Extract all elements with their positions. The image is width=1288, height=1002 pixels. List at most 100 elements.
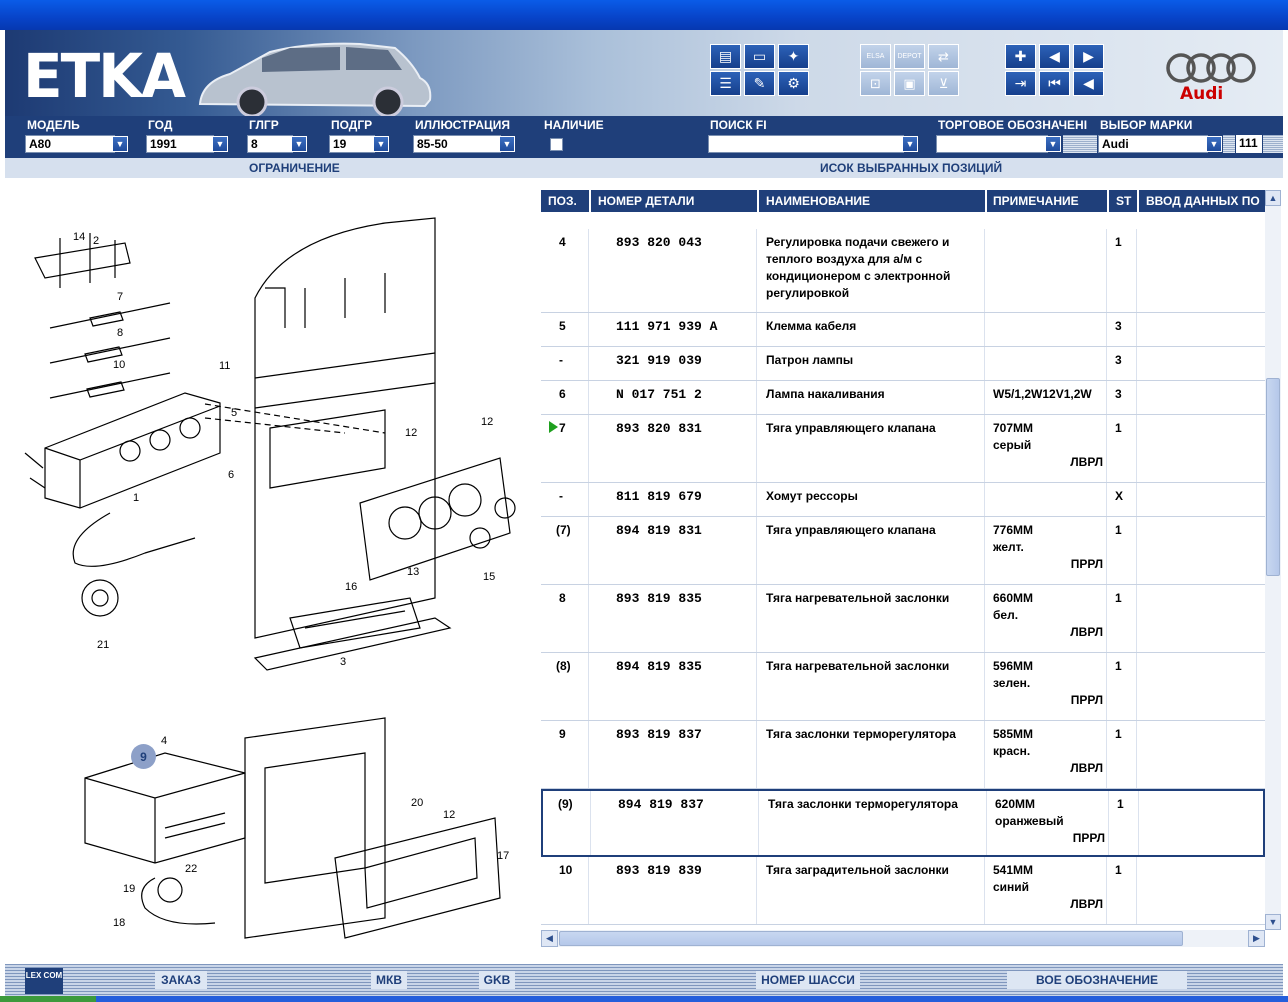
cell-border <box>541 721 1137 788</box>
cell-border <box>541 313 985 346</box>
chassis-number-button[interactable]: НОМЕР ШАССИ <box>756 971 860 989</box>
cart-arrow-icon[interactable]: ⇄ <box>928 44 959 69</box>
stripes-divider <box>1063 135 1097 153</box>
cell-pos: 4 <box>559 235 566 249</box>
hotspot-9[interactable]: 9 <box>131 744 156 769</box>
year-select[interactable]: 1991 <box>146 135 214 153</box>
model-dropdown-icon[interactable]: ▼ <box>112 136 128 152</box>
cart-icon[interactable]: ⊻ <box>928 71 959 96</box>
elsa-icon[interactable]: ELSA <box>860 44 891 69</box>
vertical-scrollbar[interactable]: ▲ ▼ <box>1265 190 1281 930</box>
pin-icon[interactable]: ✚ <box>1005 44 1036 69</box>
cell-part-number: 893 820 043 <box>616 235 702 250</box>
maingroup-select[interactable]: 8 <box>247 135 293 153</box>
trade-designation-dropdown-icon[interactable]: ▼ <box>1045 136 1061 152</box>
brand-dropdown-icon[interactable]: ▼ <box>1206 136 1222 152</box>
label-22: 22 <box>185 863 197 875</box>
scroll-right-icon[interactable]: ▶ <box>1248 930 1265 947</box>
cell-border <box>541 857 985 924</box>
subgroup-dropdown-icon[interactable]: ▼ <box>373 136 389 152</box>
year-dropdown-icon[interactable]: ▼ <box>212 136 228 152</box>
printer-icon[interactable]: ▤ <box>710 44 741 69</box>
col-st[interactable]: ST <box>1116 194 1132 208</box>
parts-illustration[interactable]: 14 2 7 8 10 11 5 6 1 12 12 13 15 16 3 21… <box>5 178 537 960</box>
cell-note: 541ММ синий <box>993 863 1034 894</box>
network-icon[interactable]: ⊡ <box>860 71 891 96</box>
brand-select[interactable]: Audi <box>1098 135 1208 153</box>
cell-border <box>541 381 589 414</box>
label-10: 10 <box>113 359 125 371</box>
designation-button[interactable]: ВОЕ ОБОЗНАЧЕНИЕ <box>1007 971 1187 989</box>
cell-st: 1 <box>1115 727 1122 741</box>
mkb-button[interactable]: МКВ <box>371 971 407 989</box>
handshake-icon[interactable]: ✦ <box>778 44 809 69</box>
gkb-button[interactable]: GKB <box>479 971 515 989</box>
prev-doc-icon[interactable]: ◀ <box>1039 44 1070 69</box>
col-pos[interactable]: ПОЗ. <box>548 194 577 208</box>
cell-note: W5/1,2W12V1,2W <box>993 387 1092 401</box>
label-6: 6 <box>228 469 234 481</box>
order-button[interactable]: ЗАКАЗ <box>155 971 207 989</box>
col-data-entry[interactable]: ВВОД ДАННЫХ ПО <box>1146 194 1260 208</box>
list-icon[interactable]: ☰ <box>710 71 741 96</box>
first-icon[interactable]: ⏮ <box>1039 71 1070 96</box>
restriction-label[interactable]: ОГРАНИЧЕНИЕ <box>249 161 340 175</box>
cell-border <box>541 483 1137 516</box>
exit-icon[interactable]: ⇥ <box>1005 71 1036 96</box>
hscroll-thumb[interactable] <box>559 931 1183 946</box>
label-3: 3 <box>340 656 346 668</box>
start-button[interactable] <box>0 996 96 1002</box>
lexcom-logo: LEX COM <box>25 968 63 994</box>
depot-icon[interactable]: DEPOT <box>894 44 925 69</box>
stripes-divider-2 <box>1223 135 1235 153</box>
col-part-number[interactable]: НОМЕР ДЕТАЛИ <box>598 194 695 208</box>
brand-code-field[interactable]: 111 <box>1236 135 1262 153</box>
label-8: 8 <box>117 327 123 339</box>
pencil-icon[interactable]: ✎ <box>744 71 775 96</box>
label-4: 4 <box>161 735 167 747</box>
window-icon[interactable]: ▭ <box>744 44 775 69</box>
cell-st: 3 <box>1115 353 1122 367</box>
car-doc-icon[interactable]: ▣ <box>894 71 925 96</box>
illustration-select[interactable]: 85-50 <box>413 135 501 153</box>
scroll-up-icon[interactable]: ▲ <box>1265 190 1281 206</box>
window-titlebar[interactable] <box>0 0 1288 30</box>
car-service-icon[interactable]: ⚙ <box>778 71 809 96</box>
subgroup-select[interactable]: 19 <box>329 135 375 153</box>
search-fi-dropdown-icon[interactable]: ▼ <box>902 136 918 152</box>
col-name[interactable]: НАИМЕНОВАНИЕ <box>766 194 870 208</box>
trade-designation-select[interactable] <box>936 135 1048 153</box>
illustration-dropdown-icon[interactable]: ▼ <box>499 136 515 152</box>
prev-icon[interactable]: ◀ <box>1073 71 1104 96</box>
cell-side: ПРРЛ <box>1070 693 1103 707</box>
next-doc-icon[interactable]: ▶ <box>1073 44 1104 69</box>
maingroup-dropdown-icon[interactable]: ▼ <box>291 136 307 152</box>
col-note[interactable]: ПРИМЕЧАНИЕ <box>993 194 1079 208</box>
cell-border <box>541 415 757 482</box>
scroll-left-icon[interactable]: ◀ <box>541 930 558 947</box>
cell-border <box>541 415 589 482</box>
search-fi-label: ПОИСК FI <box>710 118 767 132</box>
horizontal-scrollbar[interactable]: ◀ ▶ <box>541 930 1265 947</box>
cell-border <box>541 229 589 312</box>
cell-pos: - <box>559 353 563 367</box>
model-select[interactable]: A80 <box>25 135 115 153</box>
availability-checkbox[interactable] <box>550 138 563 151</box>
current-row-arrow-icon <box>549 421 558 433</box>
scroll-thumb[interactable] <box>1266 378 1280 576</box>
cell-pos: 9 <box>559 727 566 741</box>
search-fi-select[interactable] <box>708 135 904 153</box>
scroll-down-icon[interactable]: ▼ <box>1265 914 1281 930</box>
